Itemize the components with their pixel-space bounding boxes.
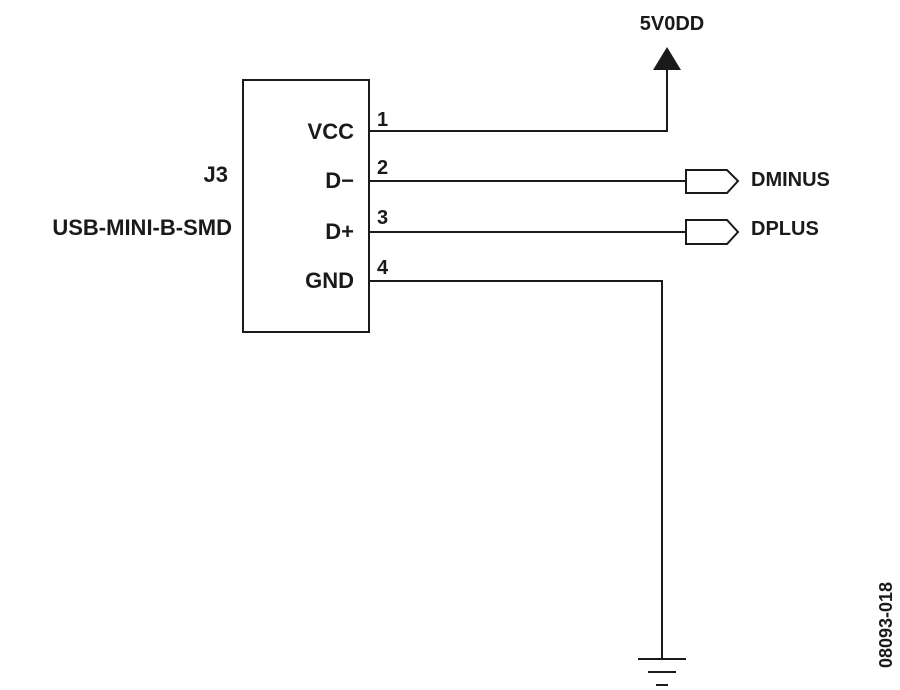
figure-id-label: 08093-018 (876, 582, 896, 668)
dminus-net-label: DMINUS (751, 169, 830, 191)
pin-name-gnd: GND (305, 268, 354, 293)
wire-gnd (369, 280, 663, 658)
dplus-port-icon (685, 219, 740, 245)
pin-name-dplus: D+ (325, 219, 354, 244)
pin-number-4: 4 (377, 257, 389, 279)
dminus-port-icon (685, 169, 740, 194)
power-arrow-icon (653, 47, 681, 70)
pin-number-3: 3 (377, 207, 388, 229)
pin-name-vcc: VCC (308, 119, 355, 144)
power-net-label: 5V0DD (640, 13, 704, 35)
dplus-net-label: DPLUS (751, 218, 819, 240)
pin-number-2: 2 (377, 157, 388, 179)
connector-ref-label: J3 (204, 162, 228, 187)
connector-part-label: USB-MINI-B-SMD (52, 215, 232, 240)
pin-number-1: 1 (377, 109, 388, 131)
connector-body (242, 79, 370, 333)
pin-name-dminus: D− (325, 168, 354, 193)
wire-vcc (369, 70, 668, 132)
ground-icon (638, 658, 686, 686)
